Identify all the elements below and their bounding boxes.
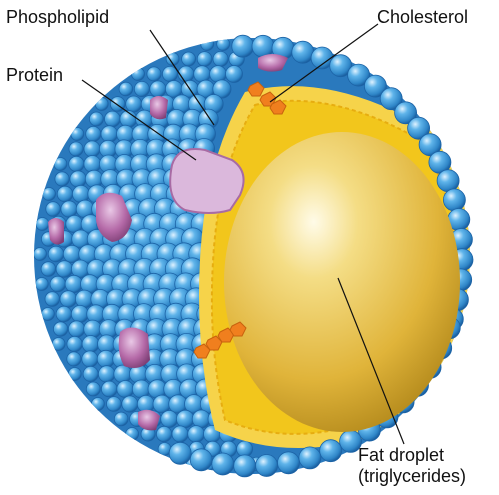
phospholipid-head [201, 38, 214, 51]
phospholipid-head [101, 381, 117, 397]
phospholipid-head [60, 291, 77, 308]
phospholipid-head [71, 305, 88, 322]
phospholipid-head [132, 68, 145, 81]
phospholipid-head [161, 411, 178, 428]
phospholipid-head [68, 321, 84, 337]
phospholipid-head [91, 398, 104, 411]
phospholipid-head [119, 82, 133, 96]
phospholipid-head [84, 141, 100, 157]
phospholipid-head [48, 246, 64, 262]
phospholipid-head [299, 447, 321, 469]
phospholipid-head [53, 322, 67, 336]
phospholipid-head [292, 41, 314, 63]
phospholipid-head [34, 248, 47, 261]
phospholipid-head [172, 426, 188, 442]
phospholipid-head [213, 51, 228, 66]
phospholipid-head [150, 81, 166, 97]
phospholipid-head [126, 428, 139, 441]
phospholipid-head [278, 452, 300, 474]
phospholipid-head [82, 336, 99, 353]
phospholipid-head [122, 396, 138, 412]
phospholipid-head [197, 52, 212, 67]
phospholipid-head [212, 453, 234, 475]
phospholipid-head [114, 412, 128, 426]
phospholipid-head [147, 67, 161, 81]
phospholipid-head [84, 156, 101, 173]
fat-droplet [224, 132, 460, 432]
phospholipid-head [162, 66, 177, 81]
phospholipid-head [226, 66, 243, 83]
phospholipid-head [134, 81, 149, 96]
phospholipid-head [114, 365, 132, 383]
phospholipid-head [46, 202, 61, 217]
phospholipid-head [176, 410, 194, 428]
phospholipid-label: Phospholipid [6, 7, 109, 28]
phospholipid-head [234, 455, 256, 477]
phospholipid-head [61, 201, 77, 217]
phospholipid-head [437, 170, 459, 192]
phospholipid-head [156, 426, 171, 441]
phospholipid-head [256, 455, 278, 477]
phospholipid-head [443, 189, 465, 211]
phospholipid-head [41, 262, 56, 277]
phospholipid-head [98, 366, 115, 383]
phospholipid-head [52, 338, 65, 351]
phospholipid-head [232, 35, 254, 57]
phospholipid-head [67, 352, 81, 366]
phospholipid-head [36, 218, 49, 231]
phospholipid-head [169, 442, 191, 464]
phospholipid-head [68, 368, 81, 381]
phospholipid-head [105, 111, 121, 127]
phospholipid-head [182, 52, 196, 66]
phospholipid-head [70, 171, 86, 187]
fat-droplet-label-line2: (triglycerides) [358, 466, 466, 487]
phospholipid-head [54, 158, 67, 171]
phospholipid-head [188, 426, 205, 443]
phospholipid-head [217, 38, 230, 51]
phospholipid-head [194, 66, 211, 83]
fat-droplet-label: Fat droplet (triglycerides) [358, 445, 466, 487]
phospholipid-head [50, 276, 66, 292]
phospholipid-head [57, 186, 73, 202]
phospholipid-head [97, 350, 114, 367]
phospholipid-head [65, 275, 82, 292]
phospholipid-head [86, 382, 100, 396]
phospholipid-head [107, 397, 122, 412]
phospholipid-head [35, 278, 48, 291]
phospholipid-head [71, 128, 84, 141]
phospholipid-head [126, 96, 142, 112]
phospholipid-head [41, 308, 54, 321]
phospholipid-head [67, 336, 82, 351]
phospholipid-head [117, 381, 134, 398]
phospholipid-head [82, 351, 98, 367]
phospholipid-head [83, 366, 98, 381]
phospholipid-head [43, 188, 56, 201]
phospholipid-head [190, 449, 212, 471]
phospholipid-head [178, 66, 194, 82]
phospholipid-head [55, 172, 69, 186]
protein-top-left [150, 96, 168, 119]
phospholipid-head [56, 306, 72, 322]
phospholipid-head [45, 292, 60, 307]
phospholipid-head [86, 126, 101, 141]
phospholipid-head [101, 126, 118, 143]
cholesterol-label: Cholesterol [377, 7, 468, 28]
phospholipid-head [56, 261, 73, 278]
phospholipid-head [89, 112, 103, 126]
phospholipid-head [95, 98, 108, 111]
protein-label: Protein [6, 65, 63, 86]
protein-left-2 [119, 327, 150, 368]
phospholipid-head [69, 142, 83, 156]
fat-droplet-label-line1: Fat droplet [358, 445, 466, 466]
phospholipid-head [69, 156, 84, 171]
phospholipid-head [320, 440, 342, 462]
phospholipid-head [252, 35, 274, 57]
